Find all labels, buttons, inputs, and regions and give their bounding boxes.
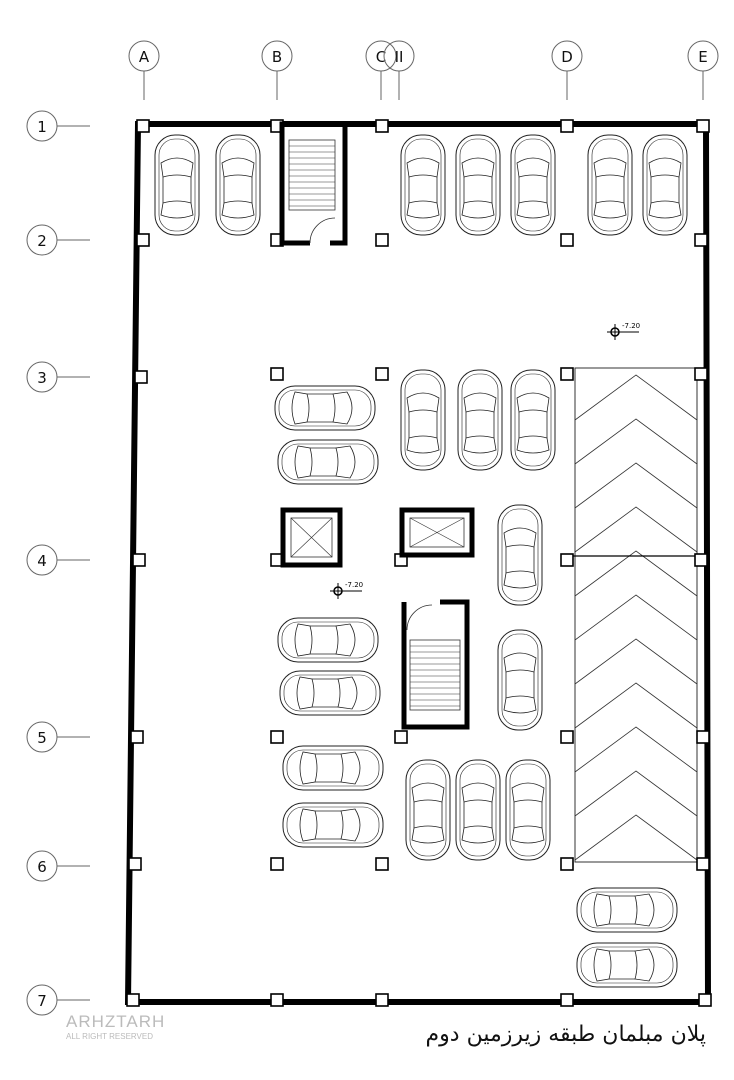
ramp-chevron [574,374,698,421]
column [270,367,284,381]
column [560,857,574,871]
elevator-car [409,517,465,548]
parked-car [278,618,378,662]
parked-car [455,759,501,861]
column [560,730,574,744]
column [560,119,574,133]
parked-car [505,759,551,861]
elevator-car [290,517,333,558]
grid-label: 5 [37,729,47,747]
column [696,119,710,133]
column [560,993,574,1007]
level-marker-text: -7.20 [622,322,640,330]
parked-car [275,386,375,430]
grid-label: 1 [37,118,47,136]
column [696,730,710,744]
grid-label: II [395,48,404,66]
grid-label: 7 [37,992,47,1010]
column [134,370,148,384]
column [560,553,574,567]
column [375,233,389,247]
parked-car [577,943,677,987]
parked-car [577,888,677,932]
column [136,233,150,247]
ramp-chevron [574,550,698,597]
grid-label: 4 [37,552,47,570]
column [560,233,574,247]
elevator-shaft [280,507,343,568]
parked-car [405,759,451,861]
column [375,857,389,871]
door-swing [309,217,336,244]
grid-label: A [139,48,150,66]
stair-wall [279,121,348,246]
column [126,993,140,1007]
column [130,730,144,744]
parked-car [587,134,633,236]
logo-brand: ARHZTARH [66,1012,166,1031]
stair-wall [401,599,470,730]
column [375,119,389,133]
column [375,367,389,381]
exterior-wall [124,121,712,1005]
parked-car [154,134,200,236]
plan-title: پلان مبلمان طبقه زیرزمین دوم [425,1022,706,1047]
column [694,367,708,381]
parked-car [280,671,380,715]
parked-car [278,440,378,484]
parked-car [215,134,261,236]
parked-car [457,369,503,471]
column [136,119,150,133]
parked-car [283,746,383,790]
ramp-chevron [574,638,698,685]
column [696,857,710,871]
ramp-chevron [574,726,698,773]
parked-car [497,629,543,731]
parked-car [455,134,501,236]
column [270,730,284,744]
stair [288,139,336,211]
parked-car [283,803,383,847]
elevator-cross [409,517,465,548]
grid-label: E [698,48,707,66]
grid-label: B [272,48,282,66]
elevator-cross [290,517,333,558]
parked-car [400,134,446,236]
elevator-shaft [399,507,475,558]
ramp-chevron [574,594,698,641]
column [694,553,708,567]
grid-label: 2 [37,232,47,250]
parked-car [510,369,556,471]
column [394,730,408,744]
column [560,367,574,381]
grid-label: 6 [37,858,47,876]
column [132,553,146,567]
ramp [574,367,698,863]
column [270,993,284,1007]
grid-label: 3 [37,369,47,387]
column [694,233,708,247]
parked-car [497,504,543,606]
watermark-logo: ARHZTARH ALL RIGHT RESERVED [50,1012,165,1041]
ramp-chevron [574,770,698,817]
ramp-chevron [574,418,698,465]
column [375,993,389,1007]
ramp-chevron [574,506,698,553]
ramp-chevron [574,462,698,509]
door-swing [406,604,433,631]
parked-car [642,134,688,236]
logo-rights: ALL RIGHT RESERVED [66,1032,153,1041]
level-marker-text: -7.20 [345,581,363,589]
parked-car [510,134,556,236]
column [128,857,142,871]
ramp-chevron [574,682,698,729]
ramp-chevron [574,814,698,861]
parked-car [400,369,446,471]
stair [409,639,461,711]
grid-label: C [376,48,386,66]
column [698,993,712,1007]
grid-label: D [561,48,573,66]
column [270,857,284,871]
